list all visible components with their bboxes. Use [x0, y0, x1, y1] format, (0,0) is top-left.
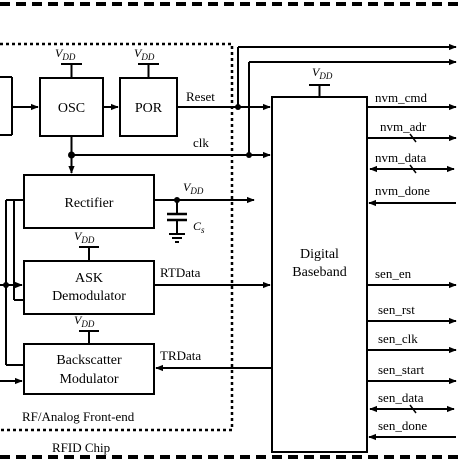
ask-label-2: Demodulator — [52, 289, 126, 304]
rectifier-block: Rectifier — [23, 174, 155, 229]
svg-text:VDD: VDD — [312, 65, 333, 81]
clk-signal: clk — [68, 135, 271, 174]
reset-signal: Reset — [177, 89, 271, 111]
osc-vdd: VDD — [55, 46, 82, 78]
svg-text:VDD: VDD — [74, 313, 95, 329]
svg-text:VDD: VDD — [183, 180, 204, 196]
chip-region-label: RFID Chip — [52, 440, 110, 455]
por-vdd: VDD — [134, 46, 159, 78]
baseband-label-2: Baseband — [292, 265, 346, 280]
trdata-signal: TRData — [155, 348, 272, 372]
svg-text:VDD: VDD — [134, 46, 155, 62]
backscatter-label-1: Backscatter — [56, 353, 122, 368]
svg-text:VDD: VDD — [74, 229, 95, 245]
por-label: POR — [135, 101, 163, 116]
frontend-boundary — [0, 42, 234, 432]
svg-text:VDD: VDD — [55, 46, 76, 62]
nvm-cmd-label: nvm_cmd — [375, 90, 427, 105]
sen-en-label: sen_en — [375, 266, 412, 281]
digital-baseband-block: Digital Baseband — [271, 96, 368, 453]
svg-text:Cs: Cs — [193, 219, 205, 235]
trdata-label: TRData — [160, 348, 201, 363]
nvm-interface: nvm_cmd nvm_adr nvm_data nvm_done — [367, 90, 457, 207]
sensor-interface: sen_en sen_rst sen_clk sen_start sen_dat… — [367, 266, 457, 441]
rect-vdd-sub: DD — [189, 186, 203, 196]
baseband-label-1: Digital — [300, 247, 339, 262]
backscatter-vdd: VDD — [74, 313, 99, 344]
osc-block: OSC — [39, 77, 104, 137]
clk-label: clk — [193, 135, 209, 150]
rectifier-label: Rectifier — [65, 196, 114, 211]
bb-vdd-v: V — [312, 65, 321, 79]
ask-label-1: ASK — [75, 271, 103, 286]
antenna-interface-block — [0, 76, 13, 136]
top-outputs — [235, 43, 457, 158]
antenna-bus — [0, 199, 24, 385]
rectifier-output: VDD — [154, 180, 255, 204]
sen-clk-label: sen_clk — [378, 331, 418, 346]
nvm-adr-label: nvm_adr — [380, 119, 427, 134]
backscatter-label-2: Modulator — [59, 372, 118, 387]
osc-label: OSC — [58, 101, 85, 116]
cs-sub: s — [201, 225, 205, 235]
por-block: POR — [119, 77, 178, 137]
ask-vdd-sub: DD — [80, 235, 94, 245]
rect-vdd-v: V — [183, 180, 192, 194]
cs-c: C — [193, 219, 202, 233]
nvm-done-label: nvm_done — [375, 183, 430, 198]
ask-demodulator-block: ASK Demodulator — [23, 260, 155, 315]
bs-vdd-v: V — [74, 313, 83, 327]
ask-vdd-v: V — [74, 229, 83, 243]
sen-data-label: sen_data — [378, 390, 424, 405]
ask-vdd: VDD — [74, 229, 99, 261]
sen-done-label: sen_done — [378, 418, 427, 433]
sen-rst-label: sen_rst — [378, 302, 415, 317]
rtdata-label: RTData — [160, 265, 201, 280]
bb-vdd-sub: DD — [318, 71, 332, 81]
por-vdd-sub: DD — [140, 52, 154, 62]
reset-label: Reset — [186, 89, 215, 104]
osc-vdd-v: V — [55, 46, 64, 60]
frontend-region-label: RF/Analog Front-end — [22, 409, 135, 424]
capacitor-cs: Cs — [167, 200, 205, 243]
por-vdd-v: V — [134, 46, 143, 60]
nvm-data-label: nvm_data — [375, 150, 426, 165]
baseband-vdd: VDD — [309, 65, 333, 97]
osc-vdd-sub: DD — [61, 52, 75, 62]
bs-vdd-sub: DD — [80, 319, 94, 329]
sen-start-label: sen_start — [378, 362, 425, 377]
rtdata-signal: RTData — [154, 265, 271, 289]
backscatter-modulator-block: Backscatter Modulator — [23, 343, 155, 395]
